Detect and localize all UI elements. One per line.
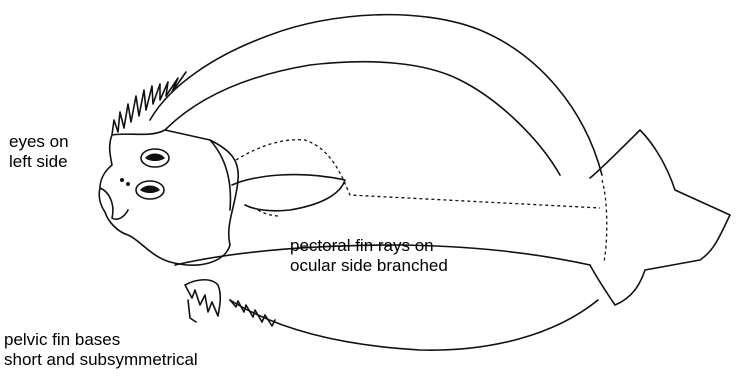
nostril xyxy=(120,178,124,182)
mouth xyxy=(100,188,128,219)
body-upper-outline xyxy=(165,62,560,175)
pectoral-label: pectoral fin rays on ocular side branche… xyxy=(290,236,448,276)
caudal-base-line xyxy=(602,180,607,262)
pelvic-fin-ray xyxy=(188,300,196,322)
upper-eye-pupil xyxy=(145,154,165,162)
pelvic-fin xyxy=(185,280,220,316)
nostril xyxy=(126,182,130,186)
pectoral-label-line1: pectoral fin rays on xyxy=(290,236,448,256)
caudal-fin-outline xyxy=(590,130,730,305)
pelvic-label-line2: short and subsymmetrical xyxy=(4,350,198,370)
pelvic-label-line1: pelvic fin bases xyxy=(4,330,198,350)
dorsal-spines xyxy=(112,72,186,135)
lower-eye-pupil xyxy=(140,186,160,194)
anal-fin-outline xyxy=(230,300,598,350)
pelvic-label: pelvic fin bases short and subsymmetrica… xyxy=(4,330,198,370)
pectoral-label-line2: ocular side branched xyxy=(290,256,448,276)
eyes-label-line2: left side xyxy=(9,152,69,172)
pectoral-fin xyxy=(232,175,345,211)
eyes-label: eyes on left side xyxy=(9,132,69,172)
eyes-label-line1: eyes on xyxy=(9,132,69,152)
